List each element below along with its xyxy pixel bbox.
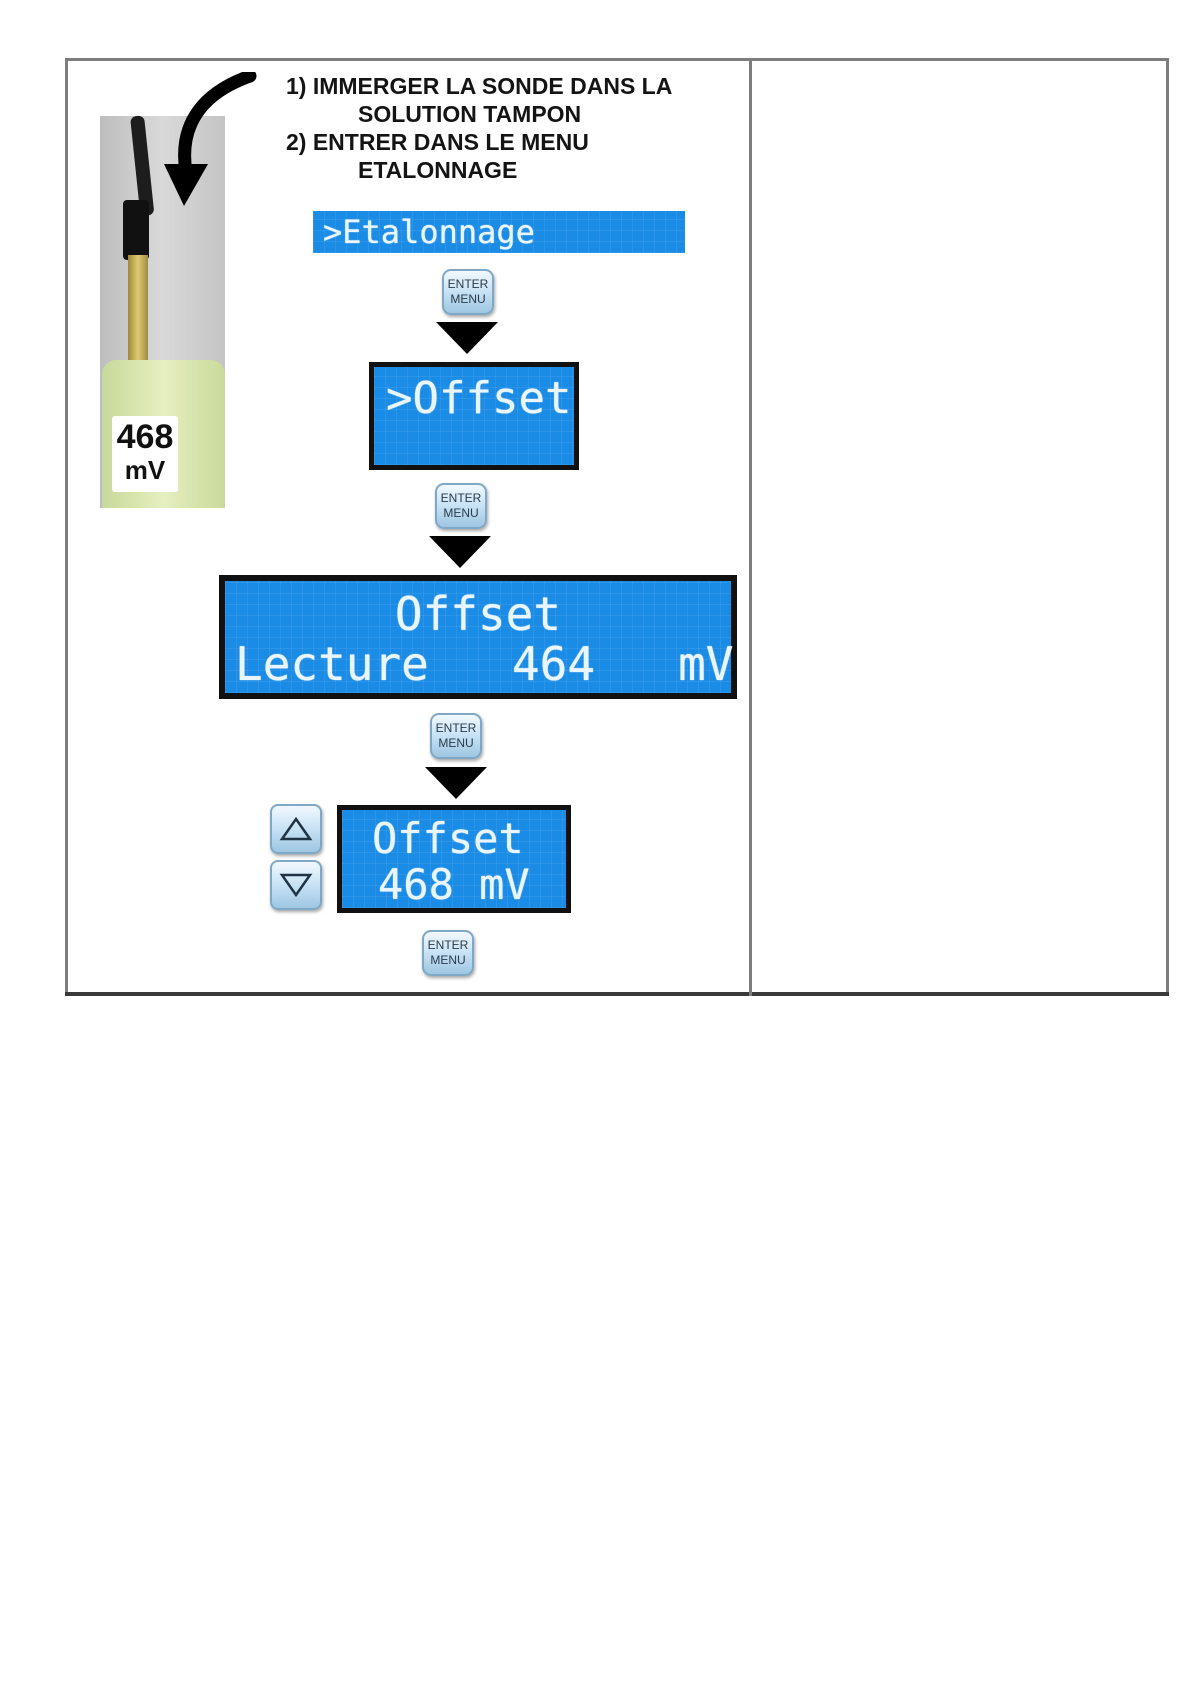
button-label: ENTER bbox=[436, 721, 477, 736]
lcd-text: 468 mV bbox=[378, 860, 566, 909]
enter-menu-button[interactable]: ENTER MENU bbox=[422, 930, 474, 976]
instructions: 1) IMMERGER LA SONDE DANS LA SOLUTION TA… bbox=[286, 72, 726, 184]
down-arrow-icon bbox=[425, 767, 487, 799]
table-bottom-border bbox=[65, 992, 1169, 996]
column-divider bbox=[749, 58, 752, 996]
curved-arrow-icon bbox=[150, 72, 260, 212]
instruction-line: SOLUTION TAMPON bbox=[286, 100, 726, 128]
button-label: MENU bbox=[430, 953, 465, 968]
lcd-offset-menu: >Offset bbox=[369, 362, 579, 470]
up-button[interactable] bbox=[270, 804, 322, 854]
lcd-text: Lecture 464 mV bbox=[235, 637, 731, 691]
button-label: MENU bbox=[450, 292, 485, 307]
buffer-unit: mV bbox=[112, 456, 178, 484]
button-label: MENU bbox=[438, 736, 473, 751]
probe-body bbox=[128, 255, 148, 375]
instruction-line: 1) IMMERGER LA SONDE DANS LA bbox=[286, 72, 726, 100]
triangle-down-icon bbox=[279, 872, 313, 898]
instruction-line: 2) ENTRER DANS LE MENU bbox=[286, 128, 726, 156]
button-label: ENTER bbox=[441, 491, 482, 506]
lcd-offset-reading: Offset Lecture 464 mV bbox=[219, 575, 737, 699]
down-arrow-icon bbox=[429, 536, 491, 568]
instruction-line: ETALONNAGE bbox=[286, 156, 726, 184]
lcd-text: >Etalonnage bbox=[323, 213, 685, 251]
probe-cap bbox=[123, 200, 149, 260]
enter-menu-button[interactable]: ENTER MENU bbox=[442, 269, 494, 315]
enter-menu-button[interactable]: ENTER MENU bbox=[430, 713, 482, 759]
button-label: ENTER bbox=[428, 938, 469, 953]
button-label: ENTER bbox=[448, 277, 489, 292]
button-label: MENU bbox=[443, 506, 478, 521]
enter-menu-button[interactable]: ENTER MENU bbox=[435, 483, 487, 529]
lcd-text: Offset bbox=[225, 587, 731, 641]
lcd-text: Offset bbox=[372, 814, 566, 863]
lcd-offset-adjust: Offset 468 mV bbox=[337, 805, 571, 913]
lcd-text: >Offset bbox=[386, 373, 574, 424]
buffer-label: 468 mV bbox=[112, 416, 178, 492]
lcd-etalonnage: >Etalonnage bbox=[313, 211, 685, 253]
triangle-up-icon bbox=[279, 816, 313, 842]
down-arrow-icon bbox=[436, 322, 498, 354]
down-button[interactable] bbox=[270, 860, 322, 910]
buffer-value: 468 bbox=[112, 418, 178, 456]
